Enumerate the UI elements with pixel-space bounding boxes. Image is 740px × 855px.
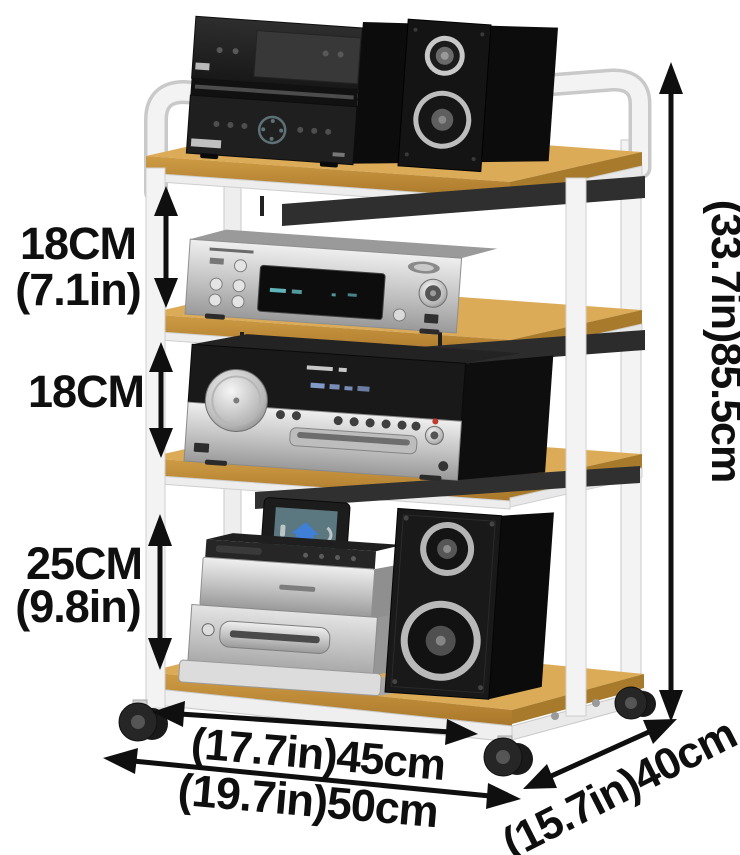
tier4-speaker [384, 507, 554, 700]
arrowhead-right-icon [445, 719, 478, 745]
arrowhead-up-icon [659, 62, 683, 94]
left-guard-rail [147, 83, 271, 201]
total-height-label: (33.7in)85.5cm [702, 200, 740, 482]
tier3-av-receiver [183, 334, 554, 481]
dim-gap-top: 18CM (7.1in) [15, 186, 178, 315]
gap-bottom-cm-label: 25CM [26, 538, 142, 589]
arrowhead-left-icon [152, 701, 185, 727]
caster-wheel-front-left [118, 699, 168, 742]
tier1-speaker [397, 18, 492, 173]
tier2-cd-receiver [184, 229, 498, 335]
dim-gap-middle: 18CM [28, 342, 173, 458]
arrowhead-right-icon [643, 719, 677, 744]
arrowhead-up-icon [148, 514, 172, 546]
arrowhead-left-icon [103, 748, 138, 774]
arrowhead-down-icon [154, 278, 178, 308]
rear-right-post [620, 139, 642, 703]
tier1-equipment [185, 15, 559, 173]
arrowhead-right-icon [486, 783, 521, 809]
arrowhead-left-icon [523, 764, 557, 789]
dim-gap-bottom: 25CM (9.8in) [15, 514, 172, 670]
gap-top-cm-label: 18CM [20, 218, 136, 269]
arrowhead-down-icon [149, 428, 173, 458]
arrowhead-up-icon [154, 186, 178, 216]
control-ring [257, 115, 287, 145]
gap-middle-cm-label: 18CM [28, 366, 144, 417]
arrowhead-down-icon [148, 638, 172, 670]
dim-total-height: (33.7in)85.5cm [659, 62, 740, 722]
dvd-player [178, 603, 418, 697]
arrowhead-up-icon [149, 342, 173, 372]
tier1-dvd-stack [185, 15, 364, 168]
front-right-post [565, 177, 587, 717]
gap-bottom-in-label: (9.8in) [15, 581, 141, 632]
caster-wheel-front-right [483, 735, 533, 777]
arrowhead-down-icon [659, 690, 683, 722]
dvd-base [178, 659, 382, 697]
gap-top-in-label: (7.1in) [15, 264, 141, 315]
receiver-display [257, 264, 386, 321]
caster-wheel-rear-right [614, 686, 656, 720]
